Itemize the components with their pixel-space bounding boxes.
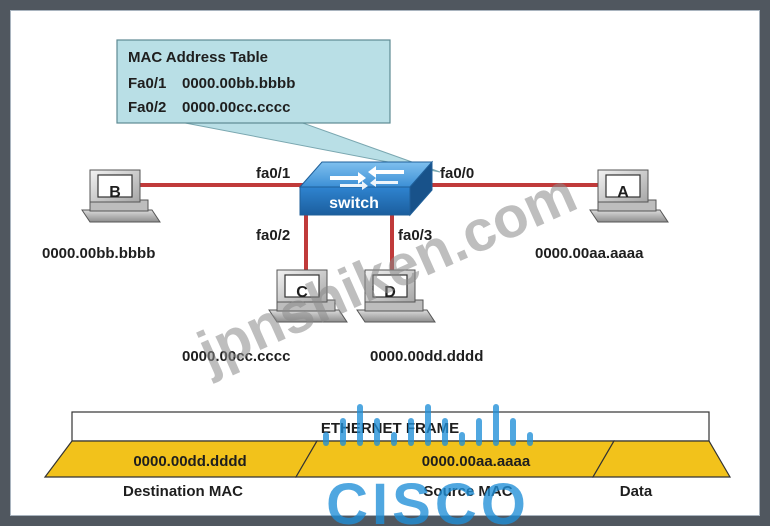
switch-front — [299, 186, 411, 216]
mac-address-table: MAC Address Table Fa0/1 0000.00bb.bbbb F… — [116, 39, 441, 173]
switch-top — [298, 161, 434, 188]
network-links — [138, 183, 604, 272]
mac-table-box — [116, 39, 391, 124]
host-label: C — [296, 284, 308, 301]
host-mac: 0000.00bb.bbbb — [42, 245, 155, 262]
computer-icon — [589, 169, 669, 223]
host-a: A 0000.00aa.aaaa — [535, 169, 669, 262]
mac-table-row-mac: 0000.00bb.bbbb — [182, 75, 295, 92]
port-label-fa0-0: fa0/0 — [440, 165, 474, 182]
frame-data-label: Data — [620, 483, 653, 500]
host-mac: 0000.00dd.dddd — [370, 348, 483, 365]
frame-title: ETHERNET FRAME — [321, 420, 459, 437]
cisco-wordmark: CISCO — [326, 472, 530, 526]
host-label: B — [109, 184, 121, 201]
host-mac: 0000.00aa.aaaa — [535, 245, 644, 262]
host-b: B 0000.00bb.bbbb — [42, 169, 161, 262]
diagram-panel — [10, 10, 760, 516]
computer-icon — [81, 169, 161, 223]
frame-source-label: Source MAC — [423, 483, 512, 500]
switch-label: switch — [329, 195, 379, 212]
switch: switch — [298, 160, 434, 217]
frame-field-data — [591, 440, 732, 478]
mac-table-title: MAC Address Table — [128, 49, 268, 66]
ethernet-frame: ETHERNET FRAME 0000.00dd.dddd 0000.00aa.… — [43, 411, 732, 500]
host-d: D 0000.00dd.dddd — [356, 269, 483, 365]
port-label-fa0-2: fa0/2 — [256, 227, 290, 244]
cisco-bars — [323, 404, 533, 446]
cisco-logo-icon: CISCO — [323, 404, 533, 526]
mac-table-row-mac: 0000.00cc.cccc — [182, 99, 290, 116]
mac-table-row-port: Fa0/2 — [128, 99, 166, 116]
host-label: A — [617, 184, 629, 201]
host-c: C 0000.00cc.cccc — [182, 269, 348, 365]
frame-header — [71, 411, 710, 442]
switch-side — [409, 160, 433, 217]
mac-table-row-port: Fa0/1 — [128, 75, 166, 92]
frame-destination-label: Destination MAC — [123, 483, 243, 500]
switch-arrows-icon — [330, 166, 404, 190]
host-mac: 0000.00cc.cccc — [182, 348, 290, 365]
frame-destination-value: 0000.00dd.dddd — [133, 453, 246, 470]
frame-source-value: 0000.00aa.aaaa — [422, 453, 531, 470]
host-label: D — [384, 284, 396, 301]
port-label-fa0-3: fa0/3 — [398, 227, 432, 244]
port-label-fa0-1: fa0/1 — [256, 165, 290, 182]
